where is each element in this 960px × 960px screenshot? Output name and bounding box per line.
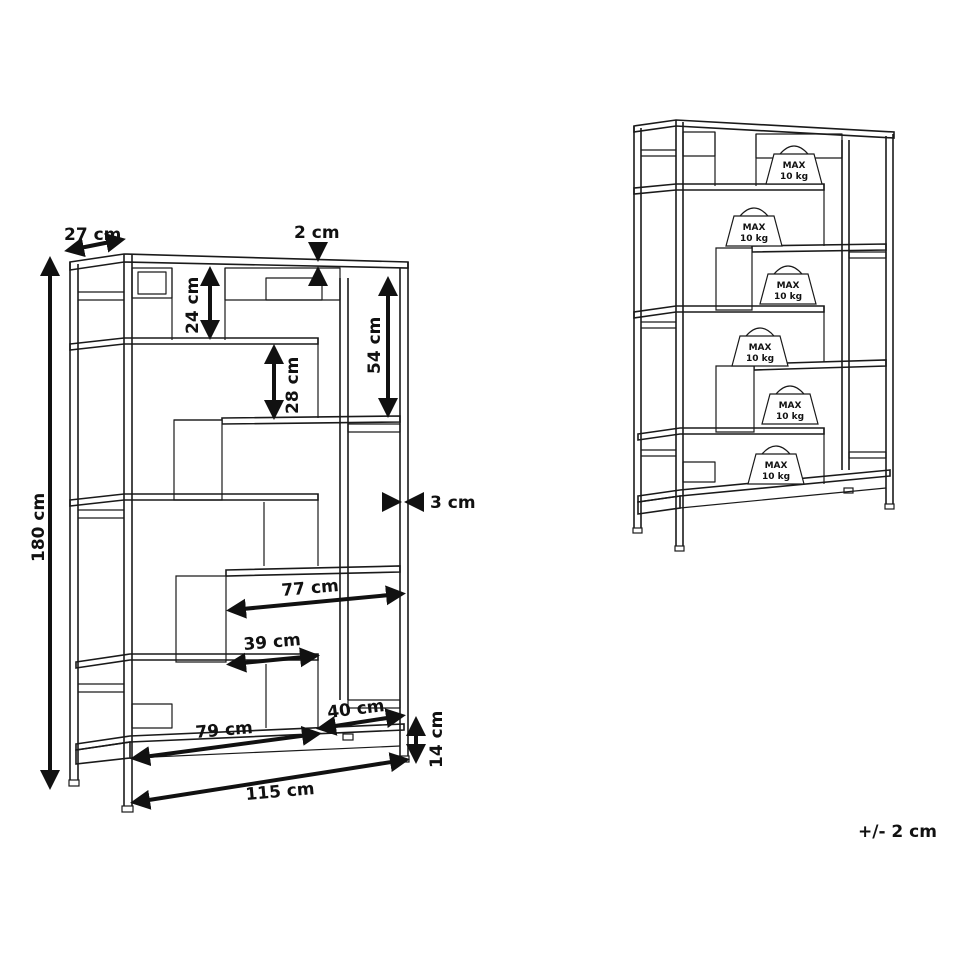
svg-text:10 kg: 10 kg: [740, 234, 768, 244]
depth-arrow: [64, 232, 126, 258]
middle-compartment-label: 28 cm: [283, 357, 303, 414]
weight-icon: MAX 10 kg: [765, 145, 823, 185]
svg-text:MAX: MAX: [783, 161, 806, 171]
svg-text:10 kg: 10 kg: [774, 292, 802, 302]
load-capacity-drawing: MAX 10 kg MAX 10 kg MAX 10 kg MAX 10 kg …: [632, 119, 895, 552]
svg-text:MAX: MAX: [749, 343, 772, 353]
width-39-label: 39 cm: [243, 630, 302, 655]
svg-text:MAX: MAX: [777, 281, 800, 291]
width-79-label: 79 cm: [195, 718, 254, 743]
weight-icon: MAX 10 kg: [731, 327, 789, 367]
svg-text:MAX: MAX: [779, 401, 802, 411]
width-77-label: 77 cm: [281, 576, 340, 601]
width-40-arrow: [316, 708, 406, 736]
tolerance-note: +/- 2 cm: [858, 822, 937, 842]
svg-text:MAX: MAX: [743, 223, 766, 233]
svg-text:MAX: MAX: [765, 461, 788, 471]
upper-compartment-label: 24 cm: [183, 277, 203, 334]
weight-icon: MAX 10 kg: [761, 385, 819, 425]
weight-icon: MAX 10 kg: [747, 445, 805, 485]
frame-thickness-label: 3 cm: [430, 493, 476, 513]
weight-icon: MAX 10 kg: [725, 207, 783, 247]
weight-icon: MAX 10 kg: [759, 265, 817, 305]
dimensioned-shelf-drawing: 27 cm 2 cm 180 cm 24 cm 28 cm 54 cm 3 cm…: [29, 223, 476, 813]
svg-text:10 kg: 10 kg: [762, 472, 790, 482]
depth-label: 27 cm: [64, 225, 121, 245]
svg-text:10 kg: 10 kg: [780, 172, 808, 182]
tall-compartment-label: 54 cm: [365, 317, 385, 374]
shelf-thickness-label: 2 cm: [294, 223, 340, 243]
width-39-arrow: [226, 647, 320, 673]
width-77-arrow: [226, 585, 406, 619]
height-label: 180 cm: [29, 493, 49, 562]
leg-height-label: 14 cm: [427, 711, 447, 768]
total-width-arrow: [130, 752, 410, 810]
svg-text:10 kg: 10 kg: [746, 354, 774, 364]
svg-text:10 kg: 10 kg: [776, 412, 804, 422]
